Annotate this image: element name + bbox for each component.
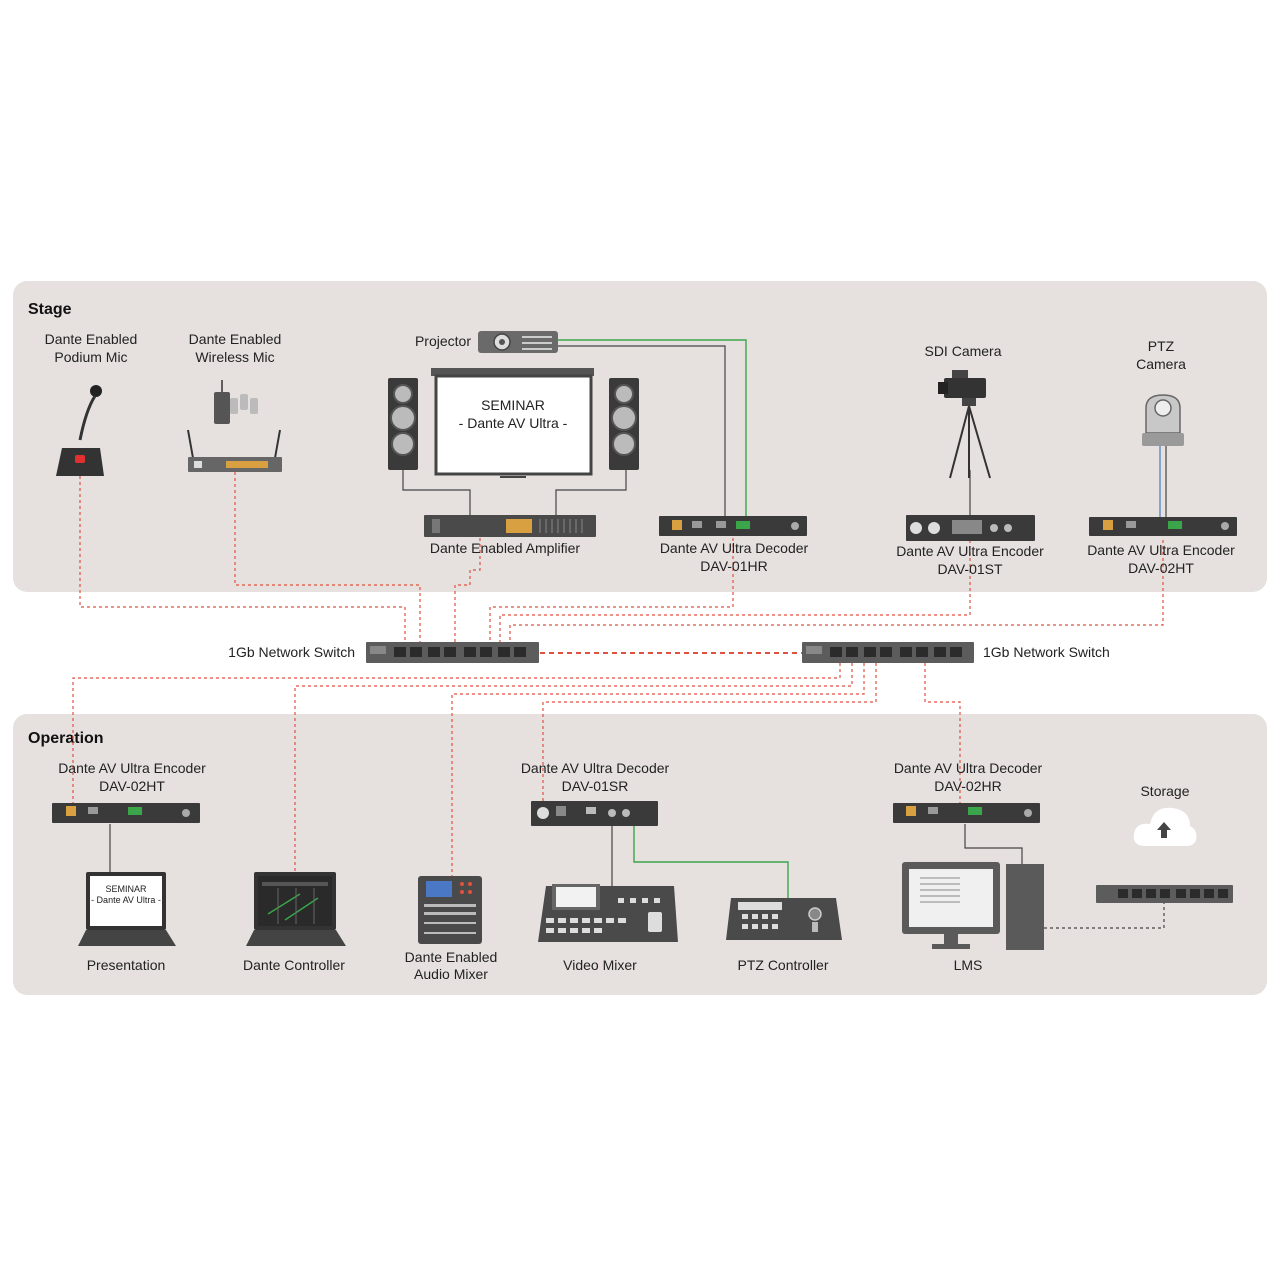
stage-panel [13,281,1267,592]
cloud-storage: Storage [1133,783,1197,846]
ptz-camera: PTZ Camera [1136,338,1186,446]
dante-amplifier: Dante Enabled Amplifier [424,515,596,556]
projection-screen: SEMINAR - Dante AV Ultra - [431,368,594,478]
svg-text:Projector: Projector [415,333,471,349]
svg-text:Presentation: Presentation [87,957,166,973]
svg-text:Dante Enabled: Dante Enabled [45,331,138,347]
svg-text:1Gb Network Switch: 1Gb Network Switch [983,644,1110,660]
dante-audio-mixer: Dante Enabled Audio Mixer [405,876,498,982]
svg-text:Dante AV Ultra Encoder: Dante AV Ultra Encoder [58,760,206,776]
network-cables [72,470,1164,882]
svg-text:DAV-01ST: DAV-01ST [937,561,1003,577]
lms-workstation: LMS [902,862,1044,973]
decoder-dav-02hr: Dante AV Ultra Decoder DAV-02HR [893,760,1043,823]
svg-text:Audio Mixer: Audio Mixer [414,966,488,982]
svg-text:Dante Enabled: Dante Enabled [405,949,498,965]
svg-text:DAV-01HR: DAV-01HR [700,558,767,574]
encoder-dav-01st: Dante AV Ultra Encoder DAV-01ST [896,515,1044,577]
svg-text:Podium Mic: Podium Mic [54,349,127,365]
network-switch-left: 1Gb Network Switch [228,642,539,663]
svg-text:PTZ: PTZ [1148,338,1175,354]
svg-text:Dante Enabled Amplifier: Dante Enabled Amplifier [430,540,581,556]
svg-text:LMS: LMS [954,957,983,973]
svg-text:DAV-02HT: DAV-02HT [1128,560,1194,576]
svg-text:Dante AV Ultra Decoder: Dante AV Ultra Decoder [521,760,670,776]
video-cables [558,339,789,898]
svg-text:DAV-02HT: DAV-02HT [99,778,165,794]
operation-section-title: Operation [28,730,104,747]
ptz-controller: PTZ Controller [726,898,842,973]
decoder-dav-01hr: Dante AV Ultra Decoder DAV-01HR [659,516,809,574]
left-speaker [388,378,418,470]
right-speaker [609,378,639,470]
operation-panel [13,714,1267,995]
video-mixer: Video Mixer [538,884,678,973]
projector: Projector [415,331,558,353]
svg-text:- Dante AV Ultra -: - Dante AV Ultra - [459,415,568,431]
network-switch-right: 1Gb Network Switch [802,642,1110,663]
svg-text:DAV-02HR: DAV-02HR [934,778,1001,794]
svg-text:Dante Enabled: Dante Enabled [189,331,282,347]
svg-text:DAV-01SR: DAV-01SR [562,778,629,794]
svg-text:PTZ Controller: PTZ Controller [737,957,828,973]
podium-mic: Dante Enabled Podium Mic [45,331,138,476]
presentation-laptop: SEMINAR - Dante AV Ultra - Presentation [78,872,176,973]
svg-text:Storage: Storage [1140,783,1189,799]
stage-section-title: Stage [28,301,72,318]
svg-text:- Dante AV Ultra -: - Dante AV Ultra - [91,895,161,905]
svg-text:Camera: Camera [1136,356,1186,372]
svg-text:Video Mixer: Video Mixer [563,957,637,973]
svg-text:SEMINAR: SEMINAR [481,397,545,413]
dante-controller-laptop: Dante Controller [243,872,346,973]
svg-text:Wireless Mic: Wireless Mic [195,349,274,365]
storage-switch [1096,885,1233,903]
encoder-dav-02ht-stage: Dante AV Ultra Encoder DAV-02HT [1087,517,1237,576]
svg-text:Dante AV Ultra Decoder: Dante AV Ultra Decoder [894,760,1043,776]
svg-text:Dante Controller: Dante Controller [243,957,345,973]
svg-text:1Gb Network Switch: 1Gb Network Switch [228,644,355,660]
svg-text:Dante AV Ultra Decoder: Dante AV Ultra Decoder [660,540,809,556]
wireless-mic: Dante Enabled Wireless Mic [187,331,282,472]
analog-cables [109,345,1167,929]
svg-text:Dante AV Ultra Encoder: Dante AV Ultra Encoder [896,543,1044,559]
svg-text:SDI Camera: SDI Camera [924,343,1001,359]
encoder-dav-02ht-operation: Dante AV Ultra Encoder DAV-02HT [52,760,206,823]
svg-text:Dante AV Ultra Encoder: Dante AV Ultra Encoder [1087,542,1235,558]
decoder-dav-01sr: Dante AV Ultra Decoder DAV-01SR [521,760,670,826]
svg-text:SEMINAR: SEMINAR [105,884,147,894]
sdi-camera: SDI Camera [924,343,1002,479]
